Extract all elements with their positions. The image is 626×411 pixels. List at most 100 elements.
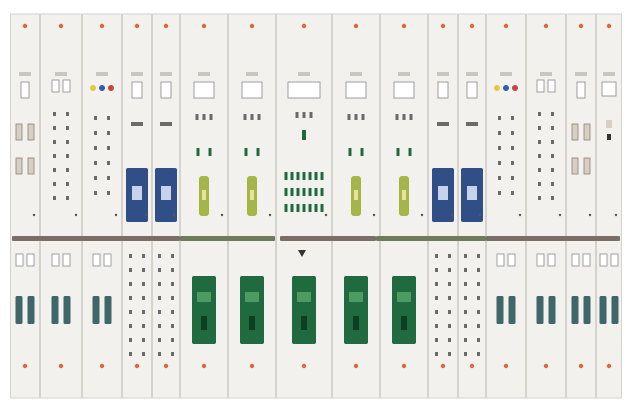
breaker-handle xyxy=(201,316,207,330)
terminal-left xyxy=(498,161,501,165)
terminal-left xyxy=(158,324,161,328)
fuse-unit xyxy=(92,296,100,324)
panel-body xyxy=(10,13,40,399)
terminal-right xyxy=(107,176,110,180)
fuse-holder xyxy=(583,123,591,141)
panel-15 xyxy=(566,13,596,399)
terminal-right xyxy=(511,131,514,135)
terminal-right xyxy=(107,191,110,195)
latch-dot xyxy=(518,213,522,217)
breaker-handle xyxy=(353,316,359,330)
switch-square-left xyxy=(51,79,60,93)
fuse-holder xyxy=(15,123,23,141)
panel-body xyxy=(596,13,622,399)
green-terminal xyxy=(208,148,212,156)
fuse-holder xyxy=(571,123,579,141)
terminal-right xyxy=(477,310,480,314)
terminal-left xyxy=(53,196,56,200)
fuse-unit xyxy=(583,296,591,324)
indicator-lamp-bottom xyxy=(401,363,407,369)
breaker-window xyxy=(397,292,411,302)
busbar-segment-4 xyxy=(376,236,486,241)
terminal-left xyxy=(538,182,541,186)
label-plate xyxy=(466,72,478,76)
latch-dot xyxy=(220,213,224,217)
switch-square-left xyxy=(599,253,608,267)
panel-body xyxy=(40,13,82,399)
label-plate xyxy=(575,72,587,76)
fuse-unit xyxy=(51,296,59,324)
panel-13 xyxy=(486,13,526,399)
control-switch xyxy=(308,172,312,180)
yellow-switch xyxy=(90,85,96,91)
bus-arrow-marker xyxy=(298,250,306,257)
fuse-unit xyxy=(15,296,23,324)
terminal-left xyxy=(464,296,467,300)
label-plate xyxy=(603,72,615,76)
control-switch xyxy=(290,188,294,196)
label-plate xyxy=(540,72,552,76)
control-switch xyxy=(284,204,288,212)
terminal-right xyxy=(107,131,110,135)
terminal-right xyxy=(448,352,451,356)
terminal-left xyxy=(53,168,56,172)
switch-box xyxy=(393,81,415,99)
latch-dot xyxy=(172,213,176,217)
terminal-right xyxy=(551,182,554,186)
terminal-strip xyxy=(466,122,478,126)
terminal-right xyxy=(171,338,174,342)
breaker-window xyxy=(245,292,259,302)
terminal-right xyxy=(107,161,110,165)
terminal-right xyxy=(448,310,451,314)
switch-box xyxy=(466,81,478,99)
panel-body xyxy=(566,13,596,399)
terminal-left xyxy=(464,254,467,258)
indicator-lamp-bottom xyxy=(503,363,509,369)
terminal-left xyxy=(538,196,541,200)
switch-square-left xyxy=(536,79,545,93)
terminal-right xyxy=(66,112,69,116)
meter-window xyxy=(202,190,206,200)
terminal-left xyxy=(435,282,438,286)
panel-10 xyxy=(380,13,428,399)
indicator-lamp-top xyxy=(578,23,584,29)
fuse-holder xyxy=(15,157,23,175)
terminal-right xyxy=(171,268,174,272)
meter-window xyxy=(402,190,406,200)
indicator-lamp-bottom xyxy=(201,363,207,369)
switch-square-left xyxy=(496,253,505,267)
latch-dot xyxy=(74,213,78,217)
terminal-right xyxy=(171,310,174,314)
terminal xyxy=(361,114,365,120)
green-breaker-unit xyxy=(292,276,316,344)
yellow-switch xyxy=(494,85,500,91)
terminal-left xyxy=(129,324,132,328)
switch-square-left xyxy=(51,253,60,267)
terminal-right xyxy=(511,146,514,150)
terminal-strip xyxy=(437,122,449,126)
terminal-right xyxy=(142,324,145,328)
indicator-lamp-top xyxy=(22,23,28,29)
terminal-right xyxy=(551,126,554,130)
green-terminal xyxy=(244,148,248,156)
terminal-right xyxy=(171,254,174,258)
terminal-right xyxy=(477,338,480,342)
green-terminal xyxy=(360,148,364,156)
indicator-lamp-bottom xyxy=(469,363,475,369)
indicator-lamp-top xyxy=(440,23,446,29)
terminal xyxy=(195,114,199,120)
latch-dot xyxy=(588,213,592,217)
terminal-left xyxy=(498,116,501,120)
terminal xyxy=(395,114,399,120)
control-switch xyxy=(296,172,300,180)
indicator-lamp-bottom xyxy=(543,363,549,369)
green-terminal xyxy=(256,148,260,156)
terminal-right xyxy=(511,116,514,120)
switch-box xyxy=(287,81,321,99)
terminal xyxy=(409,114,413,120)
panel-8 xyxy=(276,13,332,399)
terminal-right xyxy=(448,296,451,300)
terminal-right xyxy=(107,116,110,120)
switch-box xyxy=(193,81,215,99)
fuse-holder xyxy=(583,157,591,175)
